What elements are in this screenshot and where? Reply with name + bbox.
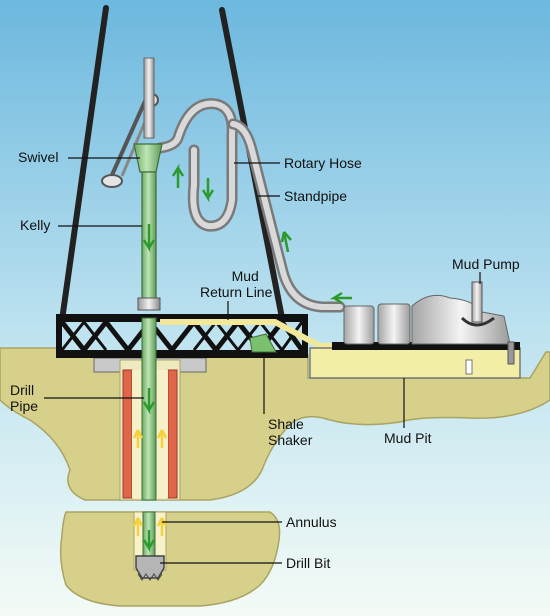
arrow-pump-left: [329, 291, 352, 305]
label-mud-return-line: Mud Return Line: [200, 268, 272, 300]
mud-pump-valve: [507, 341, 515, 365]
mud-pump-stack: [471, 281, 483, 323]
kelly-top: [143, 57, 155, 139]
label-drill-pipe: Drill Pipe: [10, 382, 38, 414]
label-swivel: Swivel: [18, 149, 59, 165]
label-shale-shaker-2: Shaker: [268, 432, 313, 448]
label-mud-pit: Mud Pit: [384, 430, 432, 446]
label-drill-bit: Drill Bit: [286, 555, 331, 571]
drill-bit: [135, 555, 165, 579]
mud-pit-slot: [465, 359, 473, 375]
arrow-kelly-down: [142, 224, 156, 253]
casing-right: [167, 369, 178, 499]
pump-skid: [332, 342, 520, 350]
casing-left: [122, 369, 133, 499]
arrow-hose-down: [201, 178, 215, 203]
label-shale-shaker-1: Shale: [268, 416, 304, 432]
arrow-standpipe-up: [280, 231, 292, 253]
derrick-leg-left: [59, 5, 109, 323]
drill-bit-teeth: [137, 573, 163, 581]
label-mud-return-line-2: Return Line: [200, 284, 273, 300]
arrow-hose-up: [171, 163, 185, 188]
arrow-pipe-down-2: [142, 530, 156, 553]
rotary-hose-inner: [157, 100, 236, 230]
kelly-bushing: [137, 297, 161, 311]
standpipe-inner: [230, 121, 343, 310]
mud-tank-1: [343, 305, 375, 345]
shale-shaker: [249, 333, 277, 353]
elevator-clamp: [101, 174, 123, 188]
mud-pump-housing: [460, 316, 495, 327]
arrow-annulus-up-2: [156, 429, 168, 448]
mud-return-line: [160, 319, 332, 349]
mud-tank-2: [377, 303, 411, 345]
arrow-pipe-down-1: [142, 388, 156, 415]
ground-lower: [59, 511, 281, 607]
label-mud-pump: Mud Pump: [452, 256, 520, 272]
mud-pit: [309, 347, 521, 379]
label-kelly: Kelly: [20, 217, 51, 233]
label-rotary-hose: Rotary Hose: [284, 155, 362, 171]
label-annulus: Annulus: [286, 514, 337, 530]
leader-lines: [44, 157, 481, 564]
arrow-annulus-up-3: [132, 517, 144, 536]
label-shale-shaker: Shale Shaker: [268, 416, 312, 448]
label-drill-pipe-2: Pipe: [10, 398, 39, 414]
flow-arrows: [132, 163, 352, 553]
arrow-annulus-up-1: [132, 429, 144, 448]
label-standpipe: Standpipe: [284, 188, 348, 204]
label-mud-return-line-1: Mud: [231, 268, 259, 284]
label-drill-pipe-1: Drill: [10, 382, 35, 398]
